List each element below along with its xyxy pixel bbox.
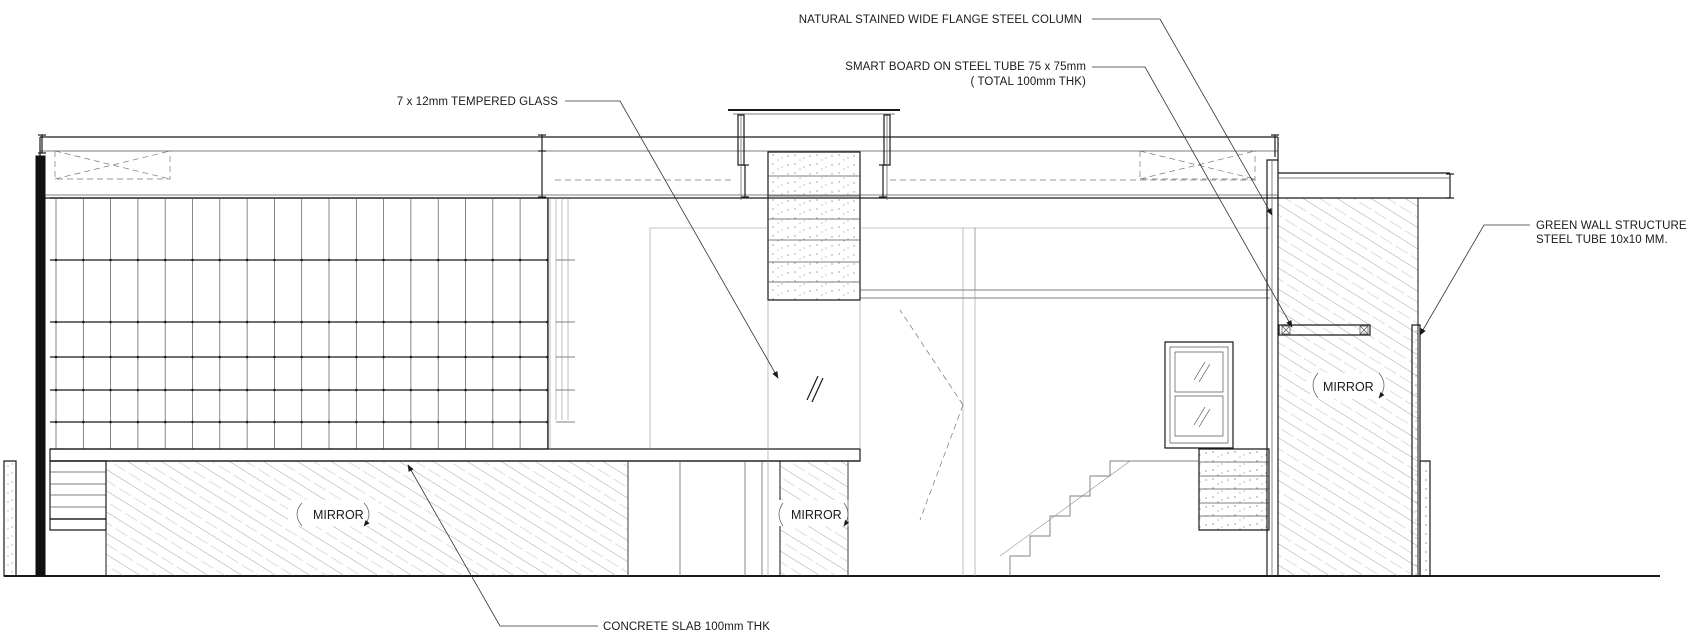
mirror-label-1: MIRROR xyxy=(313,508,364,522)
label-green-wall-1: GREEN WALL STRUCTURE xyxy=(1536,220,1687,232)
concrete-slab xyxy=(50,449,860,461)
mirror-label-2: MIRROR xyxy=(791,508,842,522)
smart-board xyxy=(1279,325,1370,335)
leader-lines xyxy=(407,19,1530,626)
label-smart-board-1: SMART BOARD ON STEEL TUBE 75 x 75mm xyxy=(845,61,1086,73)
mirror-panel-3 xyxy=(1278,173,1450,576)
label-glass: 7 x 12mm TEMPERED GLASS xyxy=(397,96,558,108)
left-step-block xyxy=(4,461,106,576)
roof-beam-left xyxy=(40,137,1278,198)
label-column: NATURAL STAINED WIDE FLANGE STEEL COLUMN xyxy=(799,14,1082,26)
left-grid-shelving xyxy=(50,198,575,449)
label-green-wall-2: STEEL TUBE 10x10 MM. xyxy=(1536,234,1668,246)
background-wall-lines xyxy=(550,198,1270,576)
mirror-panel-2 xyxy=(779,461,849,576)
skylight xyxy=(728,110,900,200)
staircase-profile xyxy=(1010,461,1198,576)
label-slab: CONCRETE SLAB 100mm THK xyxy=(603,621,770,633)
left-wall-column xyxy=(36,156,45,576)
glass-symbol xyxy=(807,376,823,402)
window xyxy=(1165,342,1233,448)
right-block-stack xyxy=(1199,449,1269,530)
green-wall-structure xyxy=(1412,325,1430,576)
mirror-arc-symbols xyxy=(297,373,1385,527)
central-block-stack xyxy=(768,152,860,576)
mirror-label-3: MIRROR xyxy=(1323,380,1374,394)
mirror-panel-1 xyxy=(106,461,628,576)
steel-i-section-marks xyxy=(38,135,1454,198)
under-counter xyxy=(628,461,762,576)
label-smart-board-2: ( TOTAL 100mm THK) xyxy=(970,76,1086,88)
